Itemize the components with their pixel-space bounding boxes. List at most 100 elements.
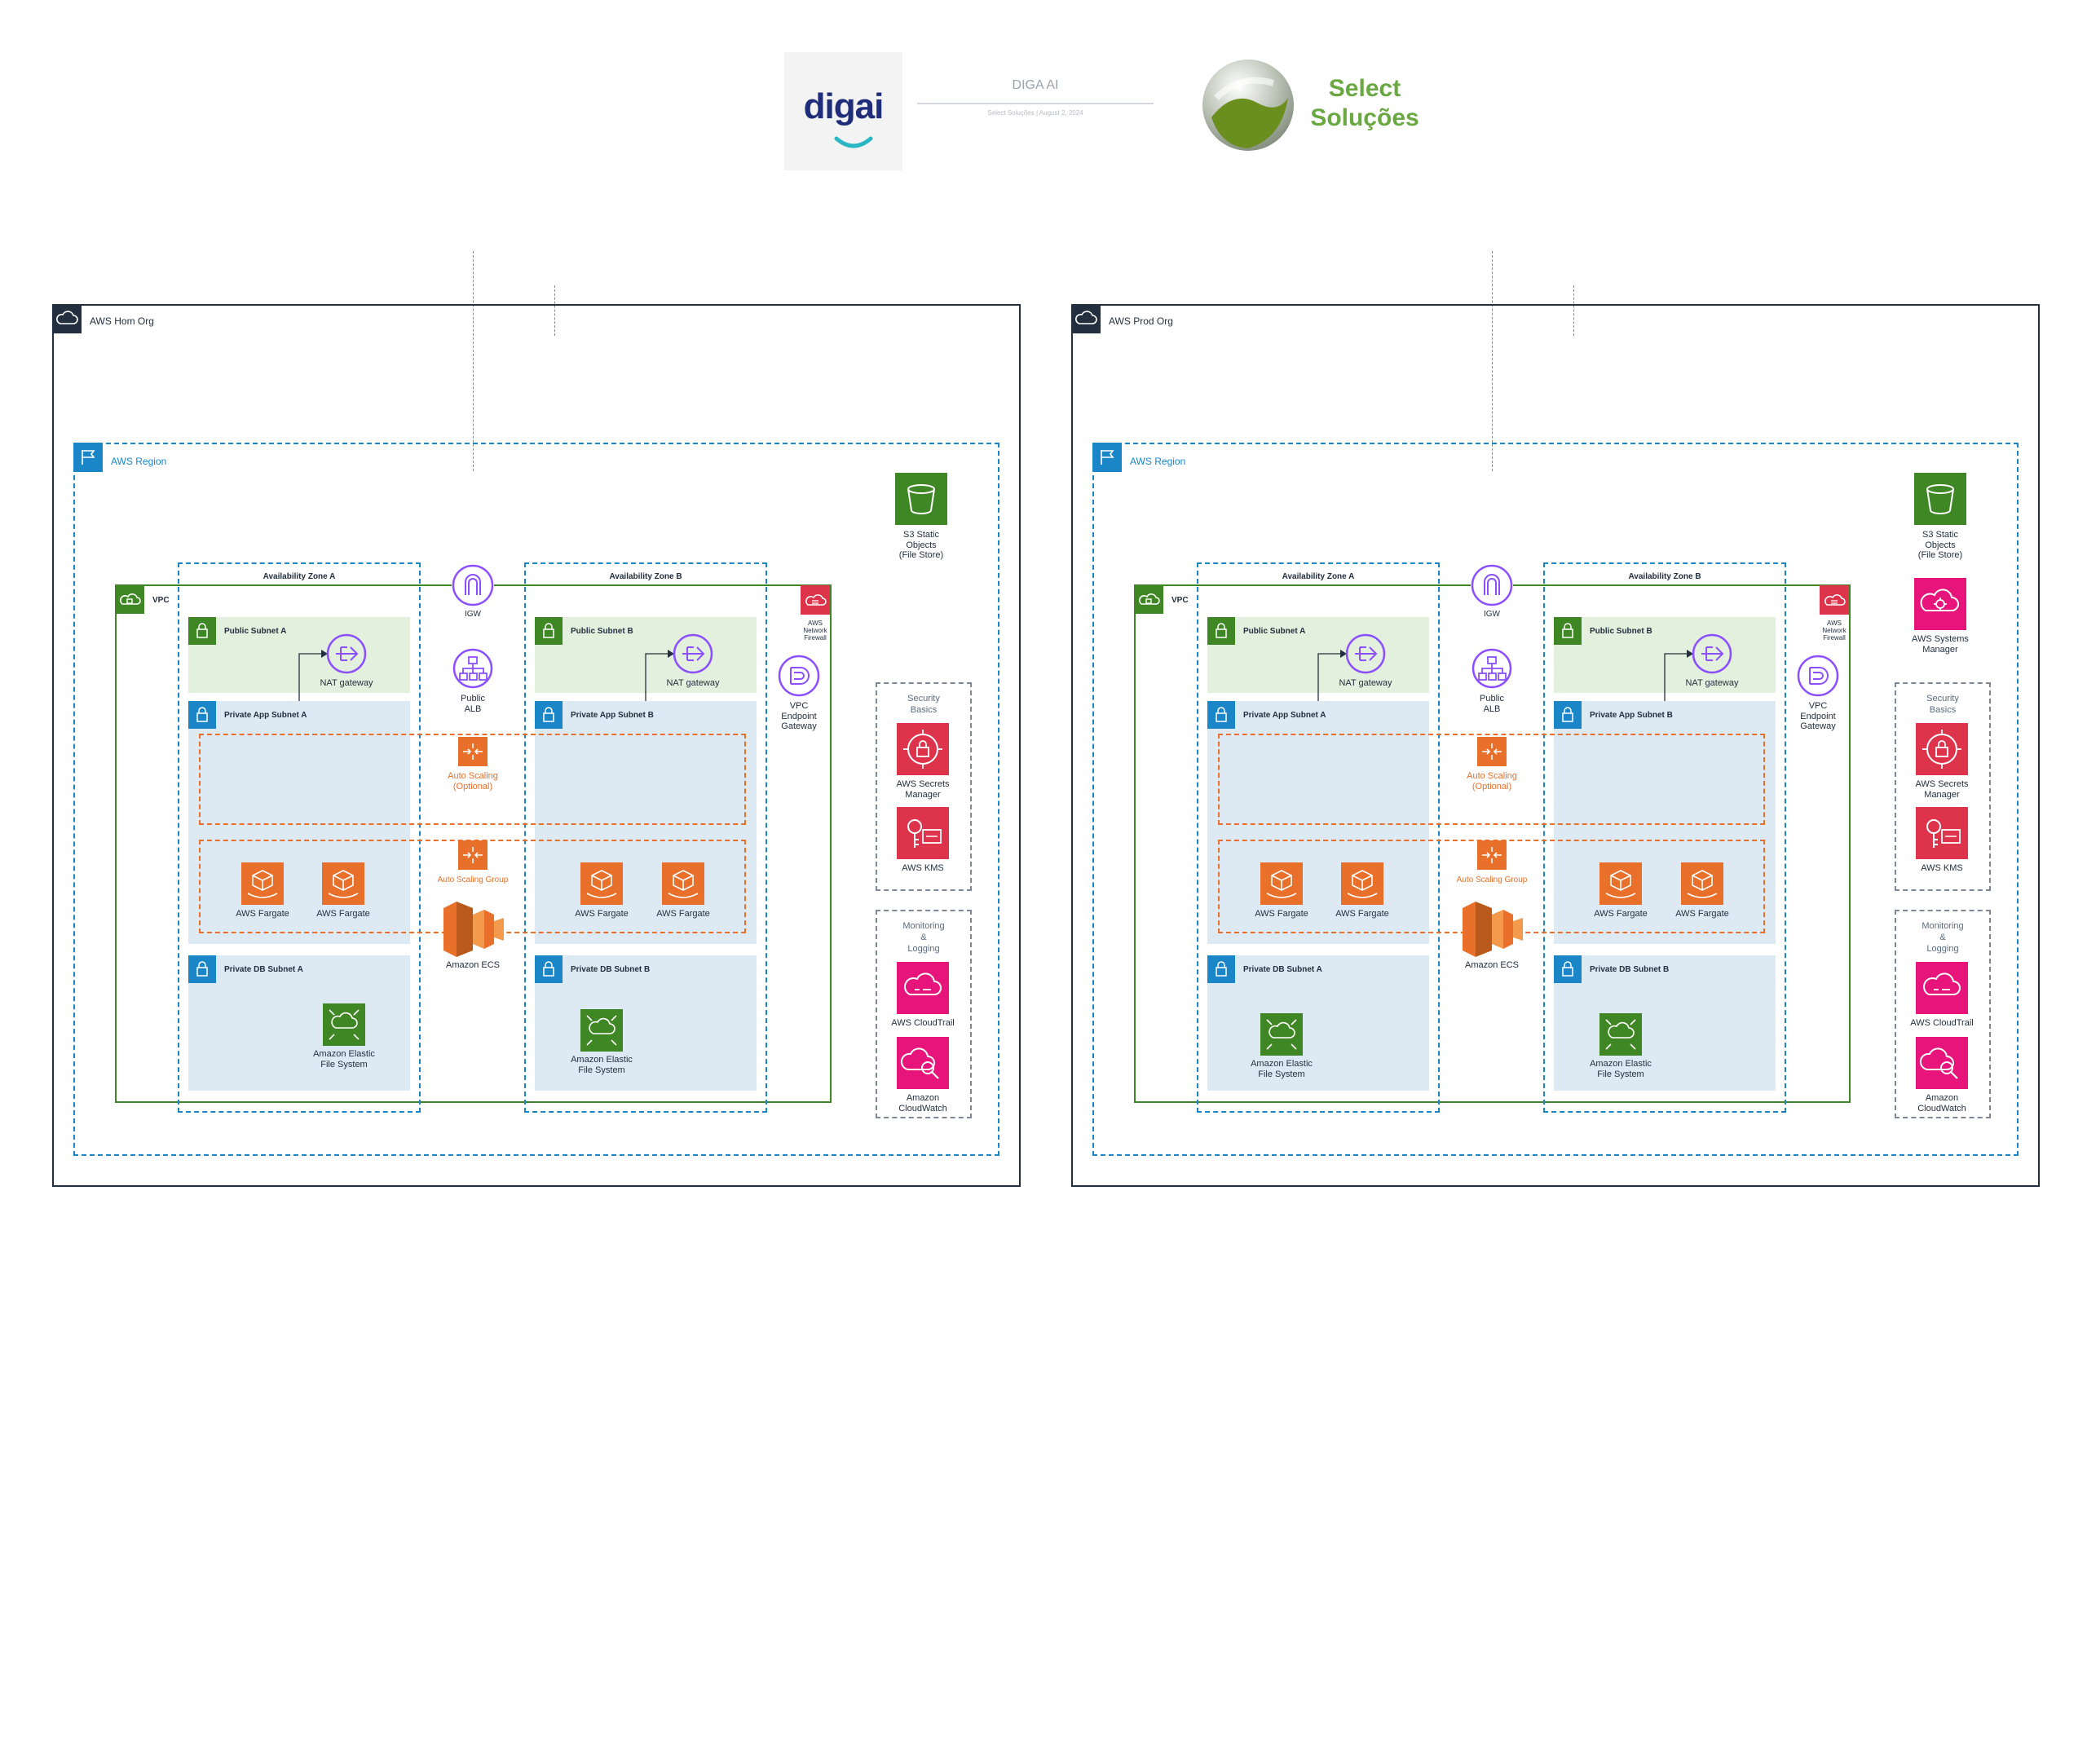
left-org-label: AWS Hom Org	[90, 315, 154, 327]
right-private-app-subnet-a: Private App Subnet A	[1207, 701, 1429, 944]
right-org-container: AWS Prod Org	[1071, 304, 2040, 1187]
right-availability-zone-a: Availability Zone A	[1197, 562, 1440, 1113]
left-autoscaling-label: Auto Scaling (Optional)	[448, 771, 498, 792]
right-private-db-subnet-a: Private DB Subnet A	[1207, 955, 1429, 1091]
right-autoscaling-box	[1218, 734, 1765, 825]
right-alb-label: Public ALB	[1480, 694, 1504, 714]
left-public-subnet-b-lock-icon	[535, 617, 563, 645]
right-org-cloud-icon	[1071, 304, 1101, 333]
right-cloudtrail-icon	[1916, 962, 1968, 1014]
left-vpc-label: VPC	[152, 596, 170, 605]
left-monitoring-group: Monitoring & Logging	[876, 910, 972, 1118]
left-private-app-subnet-b: Private App Subnet B	[535, 701, 757, 944]
diagram-title: DIGA AI	[1012, 78, 1059, 92]
right-asg-label: Auto Scaling Group	[1456, 875, 1528, 884]
right-private-db-subnet-b-label: Private DB Subnet B	[1590, 965, 1670, 974]
right-efs-b-label: Amazon Elastic File System	[1590, 1059, 1652, 1079]
right-fargate-a1-label: AWS Fargate	[1255, 909, 1308, 919]
left-s3-label: S3 Static Objects (File Store)	[898, 530, 944, 561]
left-az-a-label: Availability Zone A	[263, 572, 336, 581]
right-ecs-label: Amazon ECS	[1464, 960, 1520, 970]
right-connector-line-2	[1573, 285, 1574, 336]
left-nat-gateway-a-icon	[326, 633, 367, 674]
left-private-app-subnet-a: Private App Subnet A	[188, 701, 410, 944]
right-cloudwatch-icon	[1916, 1037, 1968, 1089]
left-region-flag-icon	[73, 443, 103, 472]
left-secrets-manager-icon	[897, 723, 949, 775]
right-public-subnet-b-lock-icon	[1554, 617, 1582, 645]
digai-logo: digai	[784, 52, 902, 170]
right-efs-a-label: Amazon Elastic File System	[1251, 1059, 1313, 1079]
right-public-subnet-a-lock-icon	[1207, 617, 1235, 645]
right-alb-icon	[1471, 648, 1512, 689]
right-autoscaling-label: Auto Scaling (Optional)	[1467, 771, 1517, 792]
right-igw-icon	[1471, 564, 1513, 606]
right-nat-gateway-a-label: NAT gateway	[1339, 678, 1392, 688]
left-fargate-a2-icon	[322, 862, 364, 905]
left-autoscaling-box	[199, 734, 746, 825]
left-efs-a-label: Amazon Elastic File System	[313, 1049, 375, 1069]
right-fargate-b2-icon	[1681, 862, 1723, 905]
right-asg-icon	[1477, 840, 1507, 870]
left-efs-b-icon	[580, 1009, 623, 1052]
left-cloudtrail-label: AWS CloudTrail	[891, 1018, 955, 1028]
right-fargate-a2-icon	[1341, 862, 1383, 905]
left-availability-zone-b: Availability Zone B	[524, 562, 767, 1113]
right-private-app-subnet-a-label: Private App Subnet A	[1243, 711, 1326, 720]
select-logo-line2: Soluções	[1310, 104, 1419, 131]
right-s3-icon	[1914, 473, 1966, 525]
left-alb-label: Public ALB	[461, 694, 485, 714]
right-kms-icon	[1916, 807, 1968, 859]
left-private-app-subnet-b-label: Private App Subnet B	[571, 711, 654, 720]
right-public-subnet-a-label: Public Subnet A	[1243, 627, 1306, 636]
left-fargate-a1-label: AWS Fargate	[236, 909, 289, 919]
right-nat-arrow-a	[1317, 650, 1347, 701]
left-region-label: AWS Region	[111, 456, 167, 467]
right-nat-gateway-a-icon	[1345, 633, 1386, 674]
left-asg-icon	[458, 840, 488, 870]
diagram-subtitle: Select Soluções | August 2, 2024	[987, 109, 1083, 117]
left-private-db-subnet-b: Private DB Subnet B	[535, 955, 757, 1091]
left-nat-arrow-a	[298, 650, 328, 701]
right-private-db-subnet-a-lock-icon	[1207, 955, 1235, 983]
left-ecs-icon	[443, 902, 504, 957]
left-nat-arrow-b	[645, 650, 674, 701]
left-nat-gateway-b-label: NAT gateway	[666, 678, 720, 688]
right-fargate-b1-label: AWS Fargate	[1594, 909, 1648, 919]
left-nat-gateway-b-icon	[673, 633, 713, 674]
digai-smile-icon	[834, 136, 873, 148]
right-efs-b-icon	[1599, 1013, 1642, 1056]
left-private-db-subnet-a: Private DB Subnet A	[188, 955, 410, 1091]
left-private-app-subnet-b-lock-icon	[535, 701, 563, 729]
left-igw-label: IGW	[465, 610, 481, 619]
left-network-firewall-label: AWS Network Firewall	[803, 620, 827, 642]
right-kms-label: AWS KMS	[1921, 863, 1963, 873]
right-region-flag-icon	[1092, 443, 1122, 472]
right-region-label: AWS Region	[1130, 456, 1186, 467]
left-fargate-a1-icon	[241, 862, 284, 905]
select-logo-line1: Select	[1328, 75, 1401, 102]
right-private-app-subnet-b-lock-icon	[1554, 701, 1582, 729]
right-fargate-a1-icon	[1260, 862, 1303, 905]
left-kms-label: AWS KMS	[902, 863, 944, 873]
right-private-db-subnet-a-label: Private DB Subnet A	[1243, 965, 1322, 974]
left-az-b-label: Availability Zone B	[609, 572, 682, 581]
left-security-group-label: Security Basics	[907, 694, 940, 715]
right-private-app-subnet-b: Private App Subnet B	[1554, 701, 1776, 944]
right-secrets-manager-icon	[1916, 723, 1968, 775]
left-cloudtrail-icon	[897, 962, 949, 1014]
right-systems-manager-label: AWS Systems Manager	[1912, 634, 1969, 655]
left-cloudwatch-label: Amazon CloudWatch	[898, 1093, 947, 1114]
left-autoscaling-icon	[458, 737, 488, 766]
left-public-subnet-b-label: Public Subnet B	[571, 627, 633, 636]
right-vpc-icon	[1134, 584, 1163, 614]
right-security-group: Security Basics	[1895, 682, 1991, 891]
left-igw-icon	[452, 564, 494, 606]
left-private-app-subnet-a-label: Private App Subnet A	[224, 711, 307, 720]
right-cloudtrail-label: AWS CloudTrail	[1910, 1018, 1974, 1028]
right-nat-arrow-b	[1664, 650, 1693, 701]
right-vpc-endpoint-label: VPC Endpoint Gateway	[1800, 701, 1836, 732]
left-private-db-subnet-b-lock-icon	[535, 955, 563, 983]
left-private-app-subnet-a-lock-icon	[188, 701, 216, 729]
right-nat-gateway-b-icon	[1692, 633, 1732, 674]
